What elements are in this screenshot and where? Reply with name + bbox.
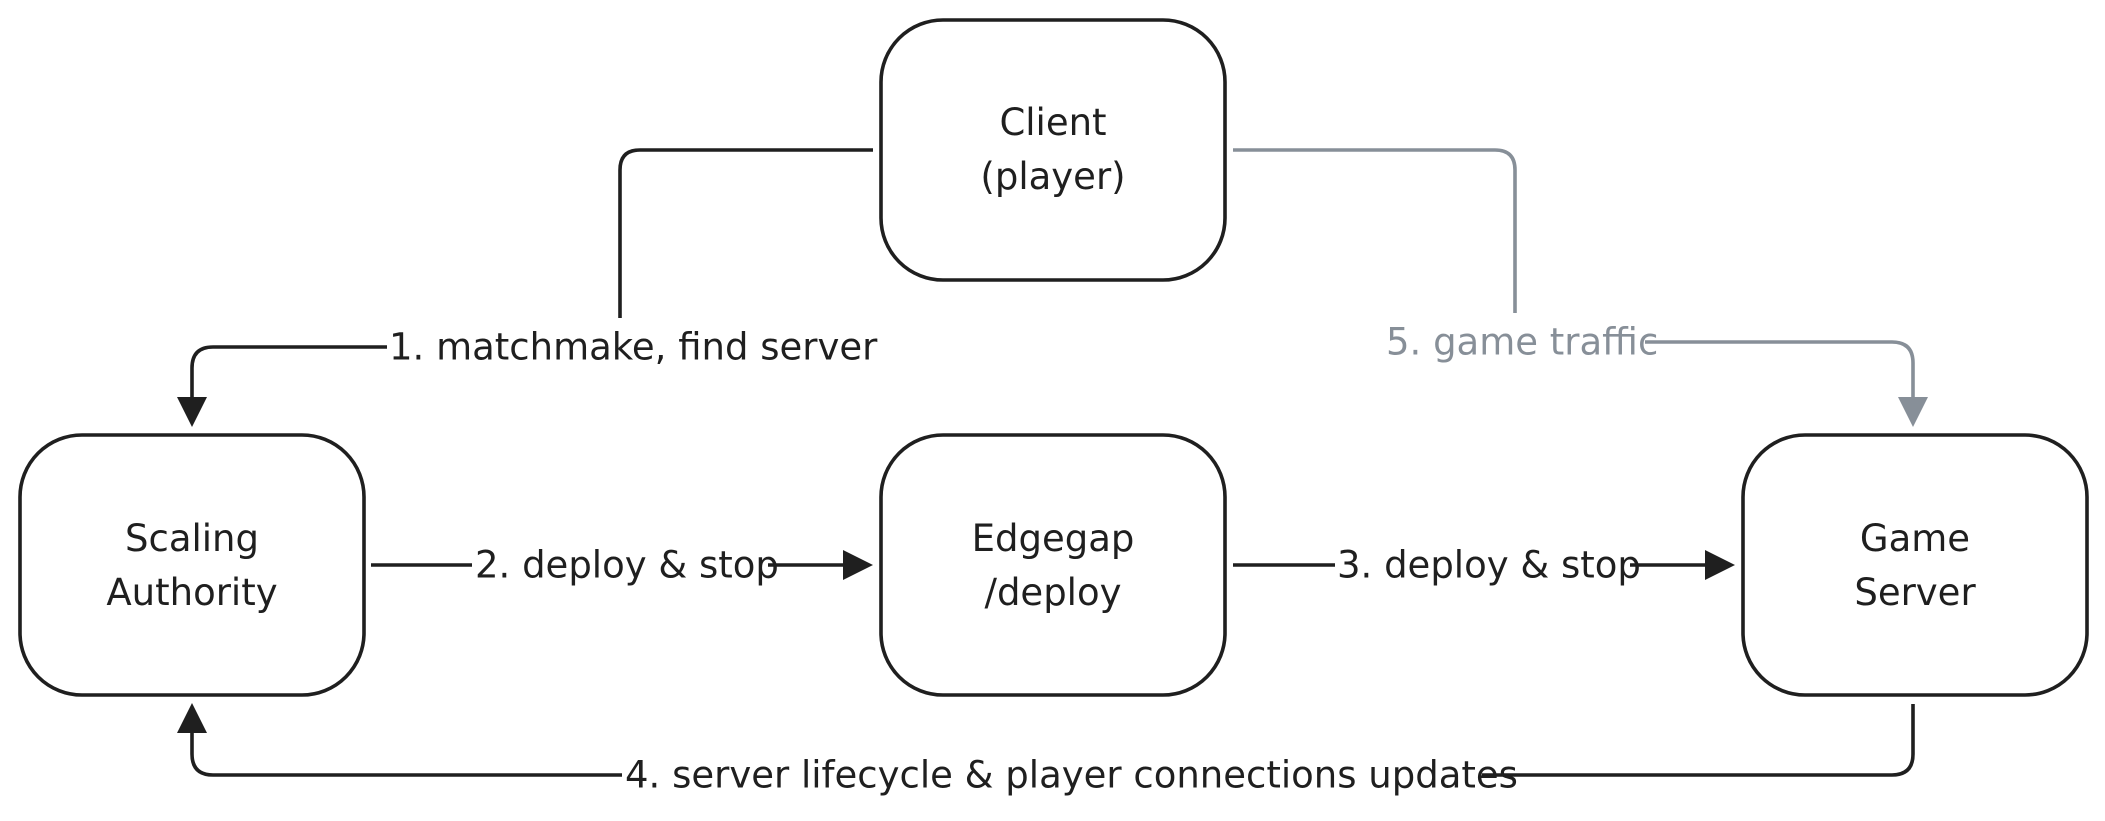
node-client-box [879, 18, 1227, 282]
node-edgegap-deploy: Edgegap /deploy [879, 433, 1227, 697]
node-game-server-line1: Game [1860, 517, 1970, 560]
arrowhead-to-scaling-authority-bottom [177, 703, 207, 733]
node-client-line1: Client [999, 101, 1106, 144]
node-edgegap-deploy-line2: /deploy [984, 571, 1121, 614]
edge-game-traffic: 5. game traffic [1233, 148, 1928, 427]
node-client-line2: (player) [980, 155, 1125, 198]
edge-deploy-stop-1: 2. deploy & stop [371, 544, 873, 587]
node-client: Client (player) [879, 18, 1227, 282]
edge-lifecycle-updates: 4. server lifecycle & player connections… [177, 703, 1915, 797]
edge-label-matchmake: 1. matchmake, find server [389, 326, 878, 369]
edge-label-game-traffic: 5. game traffic [1386, 321, 1658, 364]
edge-matchmake: 1. matchmake, find server [177, 148, 878, 427]
edge-deploy-stop-2: 3. deploy & stop [1233, 544, 1735, 587]
edge-label-deploy-stop-2: 3. deploy & stop [1337, 544, 1641, 587]
edge-label-lifecycle-updates: 4. server lifecycle & player connections… [625, 754, 1518, 797]
node-game-server: Game Server [1741, 433, 2089, 697]
arrowhead-to-scaling-authority-top [177, 397, 207, 427]
node-edgegap-deploy-box [879, 433, 1227, 697]
edge-label-deploy-stop-1: 2. deploy & stop [475, 544, 779, 587]
edge-game-traffic-line [1233, 148, 1915, 398]
node-scaling-authority-box [18, 433, 366, 697]
node-scaling-authority-line2: Authority [106, 571, 277, 614]
edge-lifecycle-updates-line [190, 704, 1915, 777]
node-game-server-line2: Server [1854, 571, 1976, 614]
arrowhead-to-game-server-top [1898, 397, 1928, 427]
node-game-server-box [1741, 433, 2089, 697]
node-scaling-authority: Scaling Authority [18, 433, 366, 697]
node-scaling-authority-line1: Scaling [125, 517, 259, 560]
arrowhead-to-game-server-side [1705, 550, 1735, 580]
arrowhead-to-edgegap [843, 550, 873, 580]
edge-matchmake-line [190, 148, 873, 398]
node-edgegap-deploy-line1: Edgegap [972, 517, 1135, 560]
